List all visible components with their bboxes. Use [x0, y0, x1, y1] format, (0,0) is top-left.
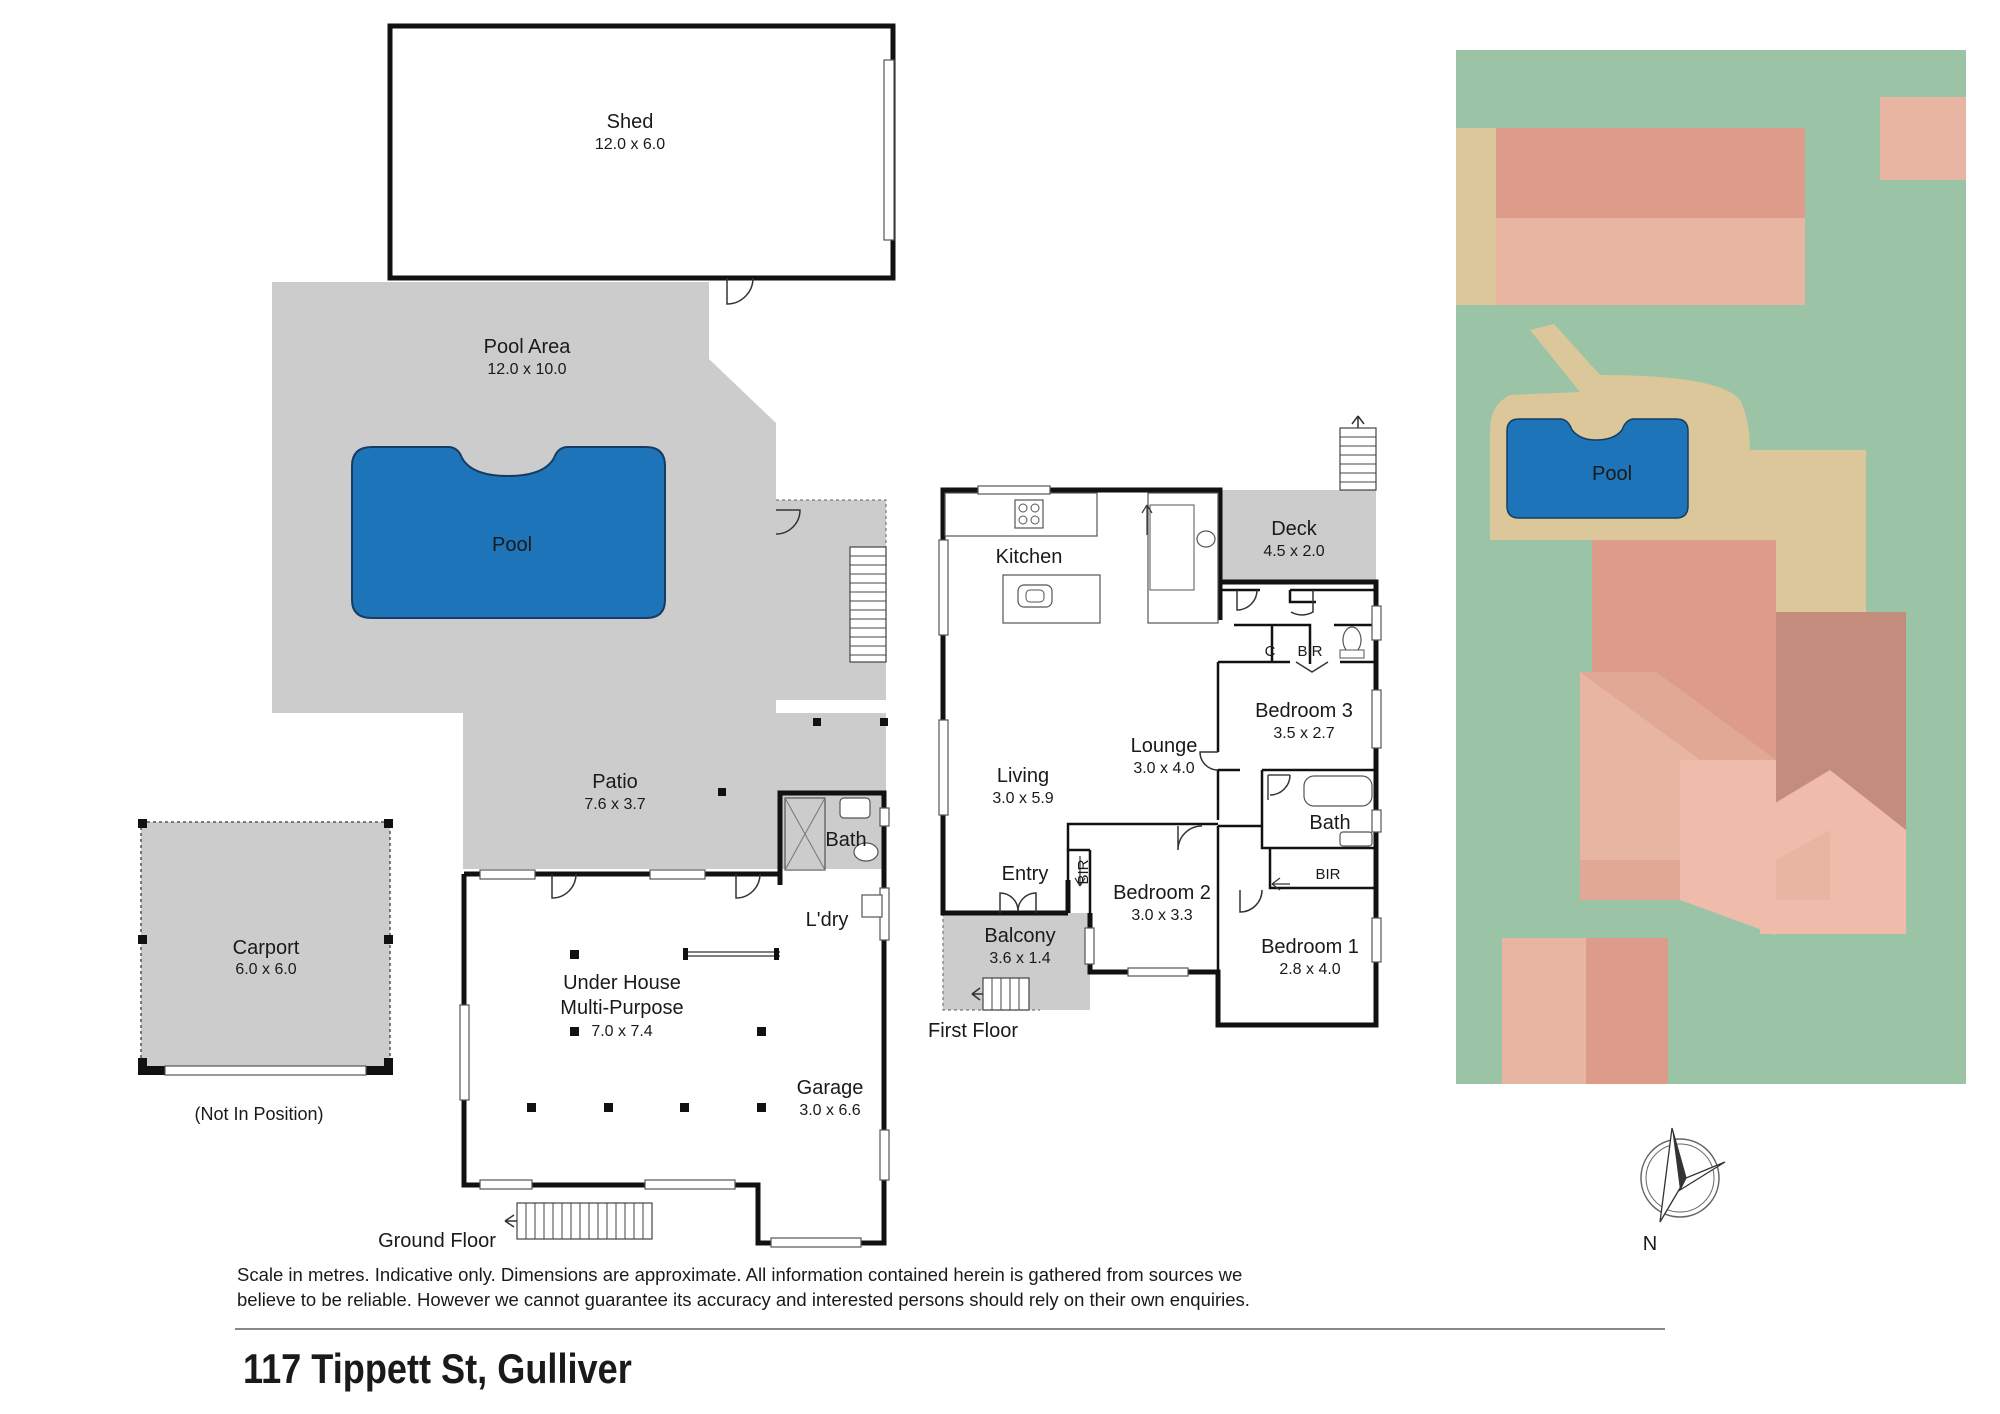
shed-size: 12.0 x 6.0: [595, 136, 665, 153]
balcony-size: 3.6 x 1.4: [989, 950, 1050, 967]
first-bath-name: Bath: [1309, 812, 1350, 834]
entry-name: Entry: [1002, 863, 1049, 885]
deck-paving: [1220, 490, 1376, 582]
site-pool: [1506, 418, 1689, 519]
lounge-size: 3.0 x 4.0: [1133, 760, 1194, 777]
property-address: 117 Tippett St, Gulliver: [243, 1345, 632, 1392]
ground-bath-fixtures: [784, 797, 890, 918]
shed: [387, 23, 896, 305]
garage-name: Garage: [797, 1077, 864, 1099]
carport-name: Carport: [233, 937, 300, 959]
shed-name: Shed: [607, 111, 654, 133]
carport-note: (Not In Position): [194, 1104, 323, 1124]
divider: [235, 1328, 1665, 1330]
carport: [138, 819, 393, 1076]
bir-top-label: BIR: [1297, 643, 1322, 660]
disclaimer-line1: Scale in metres. Indicative only. Dimens…: [237, 1264, 1243, 1285]
bedroom2-walls: [1066, 822, 1218, 977]
ground-bath-name: Bath: [825, 829, 866, 851]
under-house-name-line2: Multi-Purpose: [560, 997, 683, 1019]
bir-left-label: BIR: [1075, 859, 1092, 884]
first-floor-plan: [938, 415, 1382, 1028]
kitchen-fixtures: [944, 485, 1219, 624]
deck-name: Deck: [1271, 518, 1318, 540]
under-house-walls: [459, 790, 890, 1248]
pool-area-stairs: [849, 546, 887, 663]
carport-size: 6.0 x 6.0: [235, 961, 296, 978]
balcony-stairs: [971, 977, 1030, 1011]
bedroom1-name: Bedroom 1: [1261, 936, 1359, 958]
bedroom3-size: 3.5 x 2.7: [1273, 725, 1334, 742]
kitchen-name: Kitchen: [996, 546, 1063, 568]
bedroom2-size: 3.0 x 3.3: [1131, 907, 1192, 924]
garage-size: 3.0 x 6.6: [799, 1102, 860, 1119]
under-house-size: 7.0 x 7.4: [591, 1023, 652, 1040]
cupboard-label: C: [1265, 643, 1276, 660]
pool-area-size: 12.0 x 10.0: [487, 361, 566, 378]
north-arrow-icon: [1640, 1127, 1726, 1223]
pool-name: Pool: [492, 534, 532, 556]
entry-doors: [999, 892, 1037, 913]
disclaimer: Scale in metres. Indicative only. Dimens…: [237, 1262, 1437, 1312]
site-pool-label: Pool: [1592, 463, 1632, 485]
patio-name: Patio: [592, 771, 638, 793]
pool-area-name: Pool Area: [484, 336, 572, 358]
balcony-name: Balcony: [984, 925, 1055, 947]
site-plan: [1456, 50, 1966, 1084]
bir-right-label: BIR: [1315, 866, 1340, 883]
laundry-name: L'dry: [806, 909, 849, 931]
patio-size: 7.6 x 3.7: [584, 796, 645, 813]
ground-floor-stairs: [504, 1202, 653, 1240]
living-name: Living: [997, 765, 1049, 787]
deck-size: 4.5 x 2.0: [1263, 543, 1324, 560]
under-house-name-line1: Under House: [563, 972, 681, 994]
disclaimer-line2: believe to be reliable. However we canno…: [237, 1289, 1250, 1310]
bedroom3-name: Bedroom 3: [1255, 700, 1353, 722]
bedroom2-name: Bedroom 2: [1113, 882, 1211, 904]
lounge-name: Lounge: [1131, 735, 1198, 757]
pool: [351, 446, 666, 619]
ground-floor-plan: [138, 23, 896, 1248]
ground-floor-label: Ground Floor: [378, 1230, 496, 1252]
pool-area-door: [775, 509, 801, 535]
living-size: 3.0 x 5.9: [992, 790, 1053, 807]
bedroom1-size: 2.8 x 4.0: [1279, 961, 1340, 978]
first-floor-label: First Floor: [928, 1020, 1018, 1042]
deck-stairs: [1339, 415, 1377, 491]
north-label: N: [1643, 1233, 1657, 1255]
bedroom-wing-walls: [1199, 582, 1382, 1025]
